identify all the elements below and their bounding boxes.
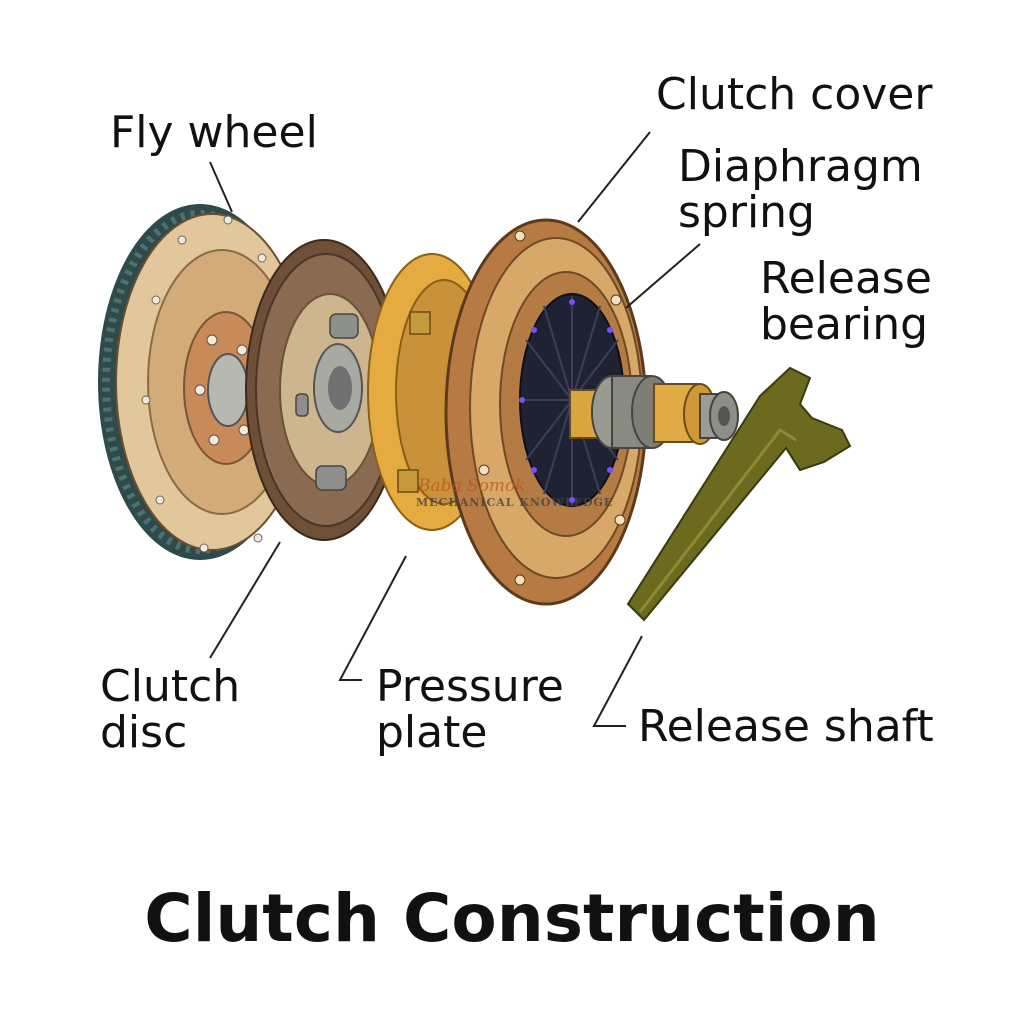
diagram-title: Clutch Construction <box>144 880 880 957</box>
leader-release-shaft <box>592 635 643 727</box>
flywheel-hub <box>207 353 249 427</box>
label-diaphragm-line2: spring <box>678 187 815 238</box>
label-release-shaft: Release shaft <box>638 701 934 752</box>
release-shaft <box>626 366 852 622</box>
label-diaphragm-line1: Diaphragm <box>678 141 923 192</box>
label-clutch-disc-line2: disc <box>100 707 188 758</box>
watermark-brand: Baba Somok <box>418 476 526 496</box>
label-pressure-plate-line2: plate <box>376 707 488 758</box>
label-release-bearing-line1: Release <box>760 253 932 304</box>
leader-lines <box>209 131 701 727</box>
leader-clutch-disc <box>209 541 281 659</box>
leader-diaphragm <box>625 243 701 309</box>
label-clutch-cover: Clutch cover <box>656 69 933 120</box>
release-bearing <box>569 375 739 449</box>
label-clutch-disc-line1: Clutch <box>100 661 241 712</box>
label-release-bearing-line2: bearing <box>760 299 929 350</box>
label-fly-wheel: Fly wheel <box>110 107 318 158</box>
leader-pressure-plate <box>338 555 407 681</box>
flywheel <box>98 204 309 560</box>
leader-clutch-cover <box>577 131 651 223</box>
watermark-tagline: MECHANICAL KNOWLEDGE <box>416 496 614 509</box>
label-pressure-plate-line1: Pressure <box>376 661 564 712</box>
clutch-disc <box>245 239 403 541</box>
watermark: Baba Somok MECHANICAL KNOWLEDGE <box>416 476 666 516</box>
leader-fly-wheel <box>209 161 233 213</box>
